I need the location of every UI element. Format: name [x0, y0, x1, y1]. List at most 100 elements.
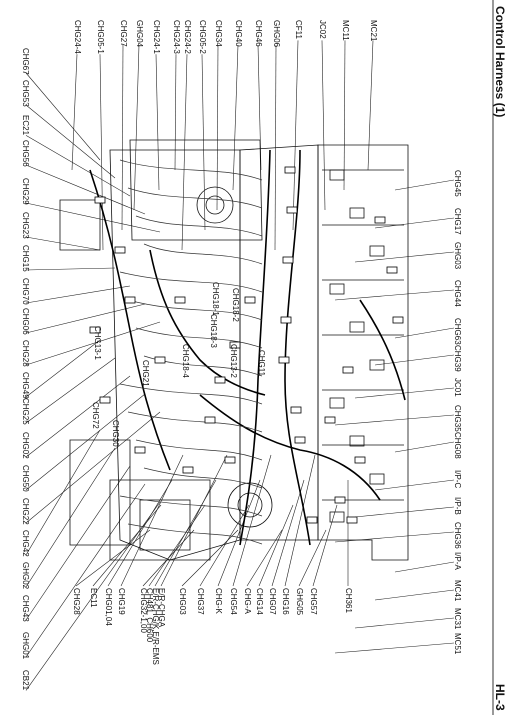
connector-block [124, 296, 136, 304]
leader-line [25, 393, 146, 491]
branch-outer [89, 169, 171, 471]
leader-line [354, 506, 455, 518]
leader-line [155, 54, 160, 191]
leader-line [367, 40, 374, 171]
wire [119, 271, 263, 293]
connector-block [182, 466, 194, 474]
side-bracket [59, 199, 101, 251]
harness-trunk [89, 149, 406, 546]
leader-line [334, 414, 455, 426]
leader-line [334, 642, 455, 654]
floor-hole [329, 283, 345, 295]
leader-line [25, 321, 161, 366]
leader-line [394, 327, 455, 339]
wire [127, 299, 263, 321]
leader-line [298, 529, 327, 587]
leader-line [246, 529, 283, 587]
connector-block [354, 456, 366, 464]
connector-block [334, 496, 346, 504]
steering-mount [196, 186, 234, 224]
wire [119, 495, 263, 517]
connector-block [114, 246, 126, 254]
floor-hole [349, 321, 365, 333]
leader-line [25, 465, 131, 621]
leader-line [121, 44, 124, 231]
leader-line [354, 617, 455, 629]
leader-line [374, 354, 455, 366]
connector-block [244, 296, 256, 304]
connector-block [154, 356, 166, 364]
leader-line [75, 529, 151, 587]
leader-line [25, 72, 101, 161]
leader-line [25, 104, 116, 179]
leader-line [343, 40, 346, 191]
leader-line [25, 375, 131, 458]
wire [127, 187, 263, 209]
leader-line [92, 504, 162, 587]
connector-block [229, 341, 241, 349]
leader-line [25, 501, 161, 691]
leader-line [181, 54, 188, 251]
leader-line [394, 179, 455, 191]
wire [127, 523, 263, 545]
leader-line [374, 589, 455, 601]
leader-line [133, 44, 140, 211]
wire [119, 159, 263, 181]
connector-block [346, 516, 358, 524]
leader-line [25, 339, 101, 398]
leader-line [284, 454, 316, 587]
connector-block [286, 206, 298, 214]
connector-block [342, 366, 354, 374]
floor-hole [349, 207, 365, 219]
leader-line [312, 504, 338, 587]
leader-line [334, 531, 455, 543]
floor-hole [329, 511, 345, 523]
floor-panel-left [109, 149, 241, 561]
leader-line [25, 285, 131, 304]
battery-box [139, 499, 191, 551]
floor-hole [329, 169, 345, 181]
leader-line [216, 44, 219, 211]
vehicle-body [59, 139, 409, 561]
leader-line [25, 411, 161, 524]
connector-block [280, 316, 292, 324]
leader-line [217, 479, 261, 587]
steering-hub [205, 195, 225, 215]
leader-line [232, 454, 272, 587]
connector-block [99, 396, 111, 404]
leader-line [25, 164, 146, 215]
dash-upper [129, 139, 263, 241]
leader-line [271, 479, 305, 587]
connector-block [214, 376, 226, 384]
floor-hole [369, 473, 385, 485]
leader-line [394, 441, 455, 453]
leader-line [334, 289, 455, 301]
leader-line [25, 267, 116, 271]
connector-block [134, 446, 146, 454]
leader-line [258, 504, 294, 587]
connector-block [392, 316, 404, 324]
connector-block [290, 406, 302, 414]
leader-line [321, 40, 326, 211]
wire [135, 215, 263, 237]
leader-line [354, 387, 455, 399]
floor-panel-right [317, 144, 409, 561]
leader-line [25, 236, 101, 251]
secondary-trunk [239, 149, 271, 546]
leader-line [232, 44, 239, 191]
connector-block [89, 326, 101, 334]
connector-block [294, 436, 306, 444]
connector-block [204, 416, 216, 424]
floor-hole [369, 245, 385, 257]
connector-block [94, 196, 106, 204]
leader-line [25, 135, 131, 197]
wire [119, 383, 263, 405]
connector-block [282, 256, 294, 264]
leader-line [25, 429, 101, 556]
bracket-frame [69, 439, 131, 546]
wheel-hub [237, 492, 263, 518]
engine-bay-block [109, 479, 211, 561]
connector-block [306, 516, 318, 524]
